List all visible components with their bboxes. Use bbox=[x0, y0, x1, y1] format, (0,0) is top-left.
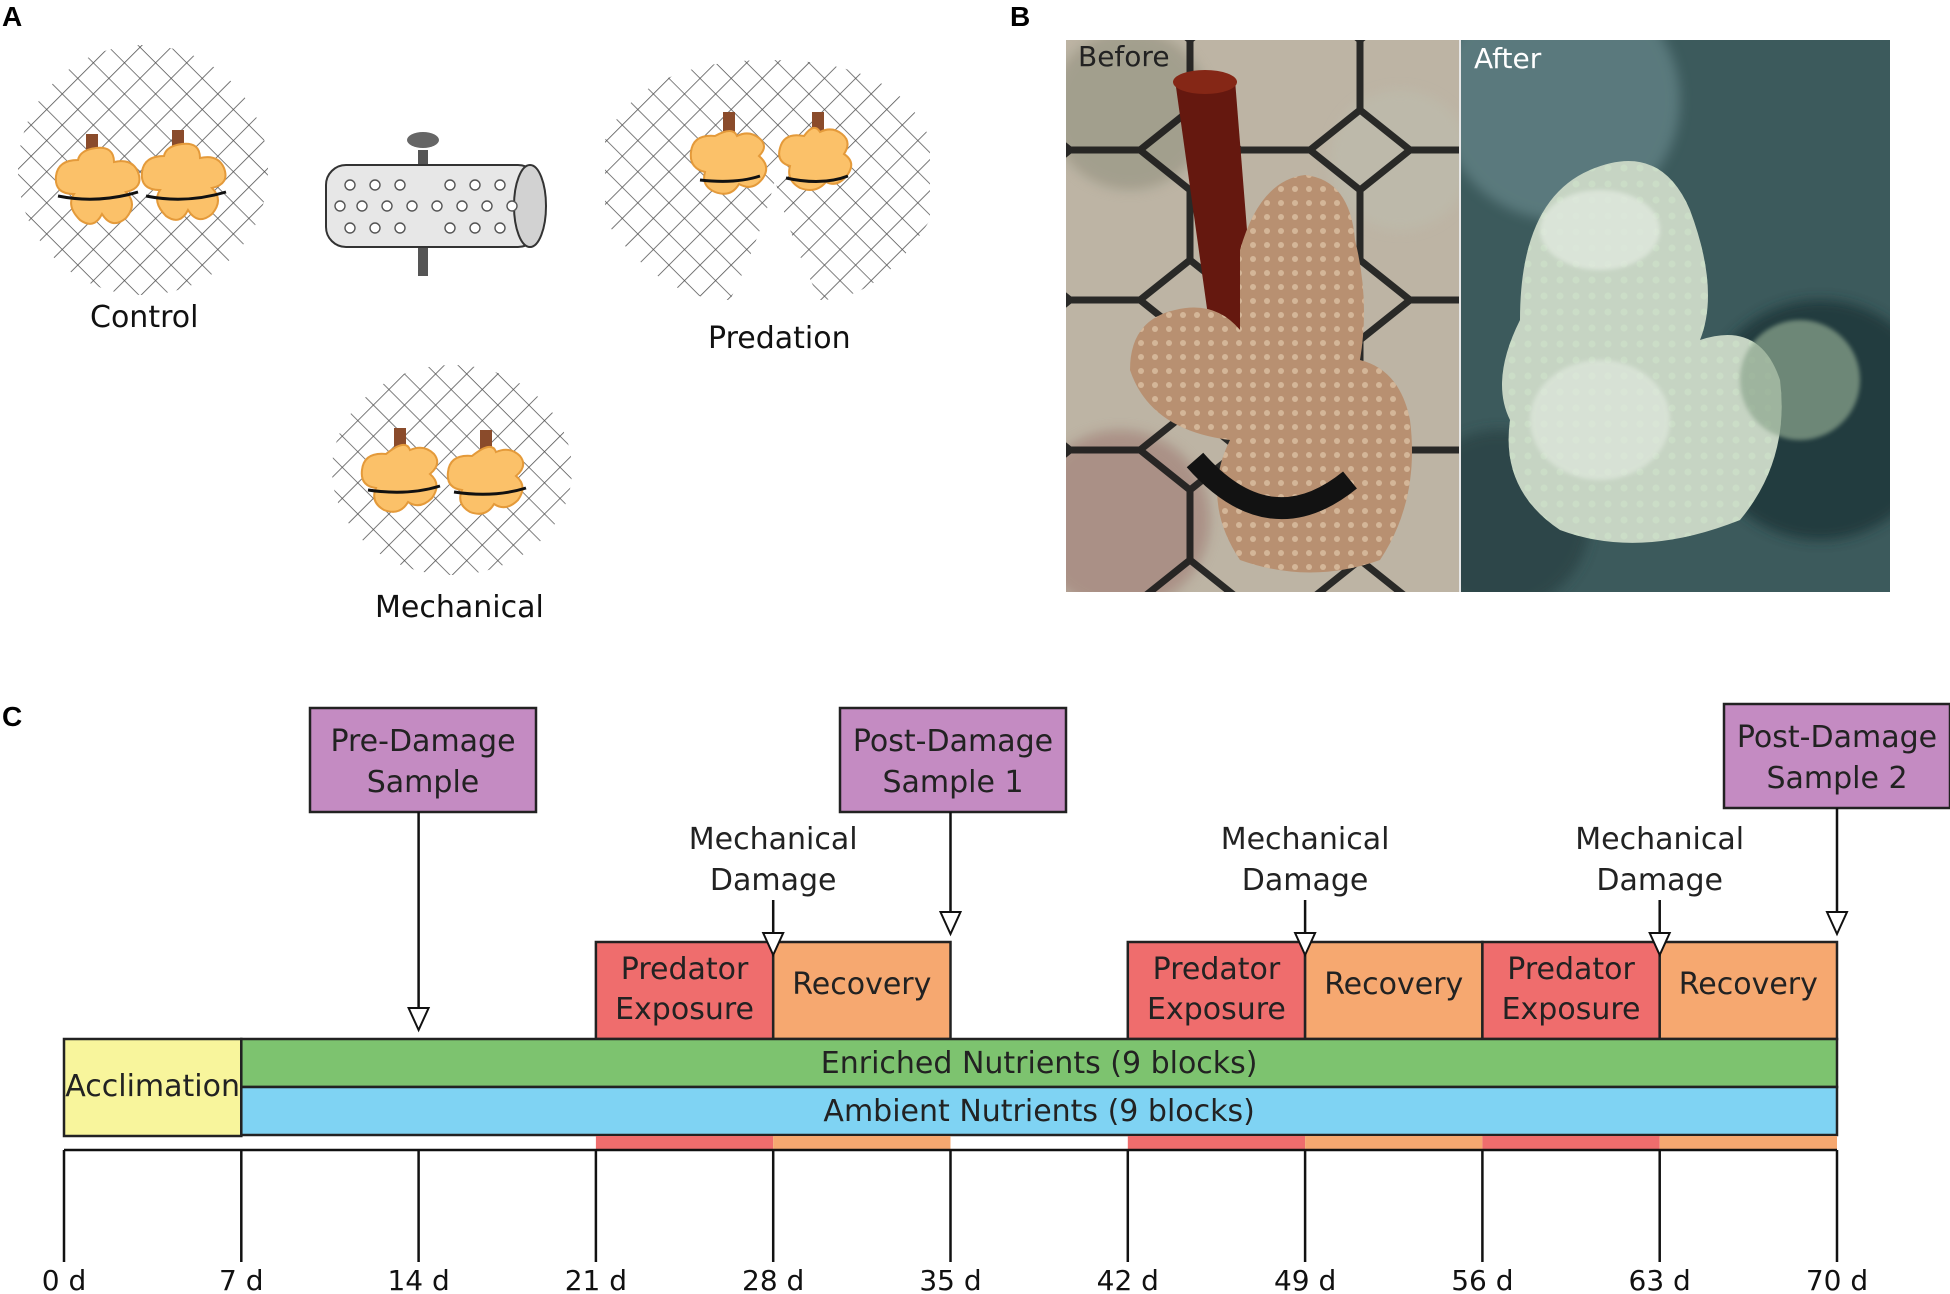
predator-box-5-text-line1: Predator bbox=[1507, 952, 1635, 987]
axis-tick-label-14: 14 d bbox=[387, 1264, 449, 1294]
cylinder-icon bbox=[325, 132, 547, 276]
mechanical-label: Mechanical bbox=[375, 590, 544, 625]
sample-callout-1-box bbox=[308, 706, 538, 814]
predation-label: Predation bbox=[708, 321, 851, 356]
predation-cage: Predation bbox=[605, 60, 930, 356]
damage-callout-3-line1: Mechanical bbox=[1575, 822, 1744, 857]
phase-strip-3 bbox=[1127, 1136, 1306, 1150]
mechanical-coral-left bbox=[360, 428, 441, 513]
sample-callout-2-box bbox=[838, 706, 1068, 814]
panel-b-letter: B bbox=[1010, 1, 1030, 32]
axis-tick-label-42: 42 d bbox=[1097, 1264, 1159, 1294]
sample-callout-1-arrow-head bbox=[407, 1007, 431, 1033]
before-photo bbox=[1066, 40, 1460, 592]
damage-callout-3-line2: Damage bbox=[1596, 863, 1723, 898]
recovery-box-2-text: Recovery bbox=[792, 967, 931, 1002]
phase-strip-6 bbox=[1659, 1136, 1837, 1150]
predator-box-1-text-line1: Predator bbox=[621, 952, 749, 987]
axis-tick-label-49: 49 d bbox=[1274, 1264, 1336, 1294]
axis-tick-label-21: 21 d bbox=[565, 1264, 627, 1294]
enriched-nutrients-bar bbox=[240, 1037, 1839, 1089]
before-label: Before bbox=[1078, 40, 1170, 73]
phase-strip-4 bbox=[1305, 1136, 1483, 1150]
phase-strip-1 bbox=[595, 1136, 774, 1150]
predation-coral-left bbox=[689, 112, 768, 195]
enriched-nutrients-label: Enriched Nutrients (9 blocks) bbox=[821, 1046, 1258, 1081]
sample-callout-2-arrow-head bbox=[938, 911, 963, 937]
damage-callout-1-arrow-head bbox=[761, 932, 785, 958]
sample-callout-3-box bbox=[1722, 702, 1950, 810]
sample-callout-2-line1: Post-Damage bbox=[853, 724, 1053, 759]
sample-callout-1-line2: Sample bbox=[367, 765, 480, 800]
control-cage: Control bbox=[18, 45, 268, 335]
after-label: After bbox=[1474, 42, 1542, 75]
recovery-box-4-text: Recovery bbox=[1324, 967, 1463, 1002]
predator-box-3 bbox=[1126, 940, 1307, 1041]
damage-callout-3-arrow-head bbox=[1648, 932, 1672, 958]
sample-callout-1-line1: Pre-Damage bbox=[330, 724, 515, 759]
predator-box-1 bbox=[594, 940, 775, 1041]
sample-callout-3-line1: Post-Damage bbox=[1737, 720, 1937, 755]
damage-callout-2-line2: Damage bbox=[1242, 863, 1369, 898]
damage-callout-1-line1: Mechanical bbox=[689, 822, 858, 857]
axis-tick-label-63: 63 d bbox=[1629, 1264, 1691, 1294]
predator-box-1-text-line2: Exposure bbox=[615, 992, 754, 1027]
after-photo bbox=[1460, 40, 1890, 592]
predation-net bbox=[605, 60, 930, 300]
acclimation-box bbox=[62, 1037, 243, 1138]
sample-callout-3-arrow-head bbox=[1825, 911, 1849, 937]
axis-tick-label-28: 28 d bbox=[742, 1264, 804, 1294]
panel-a-letter: A bbox=[2, 1, 22, 32]
damage-callout-2-line1: Mechanical bbox=[1221, 822, 1390, 857]
control-coral-left bbox=[54, 134, 141, 225]
phase-strip-5 bbox=[1482, 1136, 1660, 1150]
axis-tick-label-70: 70 d bbox=[1806, 1264, 1868, 1294]
panel-c-letter: C bbox=[2, 701, 22, 732]
acclimation-label: Acclimation bbox=[65, 1069, 240, 1104]
axis-tick-label-0: 0 d bbox=[42, 1264, 87, 1294]
recovery-box-6 bbox=[1658, 940, 1839, 1041]
axis-tick-label-7: 7 d bbox=[219, 1264, 264, 1294]
mechanical-coral-right bbox=[446, 430, 527, 515]
predator-box-3-text-line2: Exposure bbox=[1147, 992, 1286, 1027]
ambient-nutrients-bar bbox=[240, 1085, 1839, 1137]
control-coral-right bbox=[140, 130, 227, 221]
control-label: Control bbox=[90, 300, 198, 335]
predator-box-3-text-line1: Predator bbox=[1153, 952, 1281, 987]
predator-box-5-text-line2: Exposure bbox=[1502, 992, 1641, 1027]
phase-strip-2 bbox=[773, 1136, 951, 1150]
axis-tick-label-35: 35 d bbox=[919, 1264, 981, 1294]
ambient-nutrients-label: Ambient Nutrients (9 blocks) bbox=[823, 1094, 1254, 1129]
recovery-box-4 bbox=[1303, 940, 1484, 1041]
sample-callout-3-line2: Sample 2 bbox=[1766, 761, 1907, 796]
recovery-box-6-text: Recovery bbox=[1679, 967, 1818, 1002]
mechanical-cage: Mechanical bbox=[332, 365, 572, 625]
damage-callout-2-arrow-head bbox=[1293, 932, 1317, 958]
recovery-box-2 bbox=[771, 940, 952, 1041]
sample-callout-2-line2: Sample 1 bbox=[882, 765, 1023, 800]
axis-tick-label-56: 56 d bbox=[1451, 1264, 1513, 1294]
damage-callout-1-line2: Damage bbox=[710, 863, 837, 898]
predation-coral-right bbox=[778, 112, 853, 191]
